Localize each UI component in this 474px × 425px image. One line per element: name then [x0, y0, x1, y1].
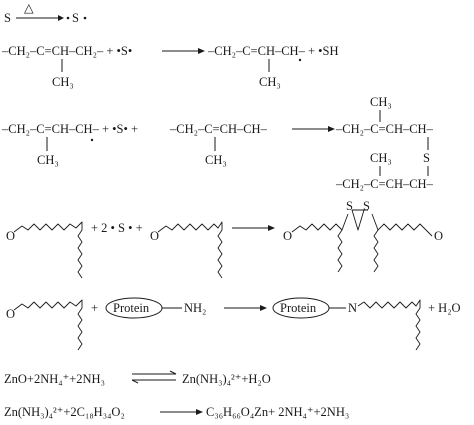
- r5-arrow-head: [260, 305, 267, 311]
- r4-product-tail-left: [337, 229, 343, 273]
- r5-product-protein-label: Protein: [280, 301, 317, 315]
- r2-arrow-head: [198, 48, 205, 54]
- r1-reactant: S: [4, 11, 11, 25]
- r1-radical-dot-left: [66, 16, 70, 20]
- r4-oxygen-mid: O: [150, 229, 159, 243]
- reaction-6: ZnO+2NH₄⁺+2NH₃ Zn(NH₃)₄²⁺+H₂O: [4, 370, 271, 386]
- r3-left-b: –CH₂–C=CH–CH–: [169, 122, 268, 136]
- reaction-5: O + Protein NH₂ Protein N + H₂O: [6, 297, 461, 351]
- reaction-4: O + 2 • S • + O O S S O: [6, 199, 443, 279]
- r4-chain-mid: [157, 221, 223, 279]
- r4-arrow-head: [268, 225, 275, 231]
- r1-radical-dot-right: [83, 16, 87, 20]
- r2-right-methyl: CH₃: [259, 75, 281, 89]
- r4-product-s-link: [351, 209, 365, 231]
- r6-forward-barb: [169, 370, 177, 375]
- r2-left-methyl: CH₃: [52, 75, 74, 89]
- r4-product-s-right: S: [363, 199, 370, 213]
- r4-plus-s: + 2 • S • +: [91, 221, 143, 235]
- reaction-2: –CH₂–C=CH–CH₂– + •S• CH₃ –CH₂–C=CH–CH– +…: [1, 44, 339, 89]
- r1-product: S: [72, 11, 79, 25]
- r3-product-methyl-top: CH₃: [370, 95, 392, 109]
- r3-methyl-a: CH₃: [37, 153, 59, 167]
- r7-left: Zn(NH₃)₄²⁺+2C₁₈H₃₄O₂: [4, 405, 125, 419]
- r3-arrow-head: [328, 126, 335, 132]
- reaction-7: Zn(NH₃)₄²⁺+2C₁₈H₃₄O₂ C₃₆H₆₆O₄Zn+ 2NH₄⁺+2…: [4, 405, 349, 419]
- r4-chain-left: [13, 221, 83, 279]
- r5-imine: N: [348, 301, 357, 315]
- r5-chain: [13, 299, 83, 351]
- r4-oxygen-left: O: [6, 229, 15, 243]
- r6-right: Zn(NH₃)₄²⁺+H₂O: [182, 372, 271, 386]
- r5-protein-label: Protein: [113, 301, 150, 315]
- r2-left: –CH₂–C=CH–CH₂– + •S•: [1, 44, 132, 58]
- r5-oxygen: O: [6, 307, 15, 321]
- reaction-1: S △ S: [4, 1, 87, 25]
- r5-plus: +: [91, 301, 98, 315]
- r7-right: C₃₆H₆₆O₄Zn+ 2NH₄⁺+2NH₃: [206, 405, 349, 419]
- r3-left-a: –CH₂–C=CH–CH– + •S• +: [1, 122, 138, 136]
- r2-radical-dot: [298, 58, 302, 62]
- r3-methyl-b: CH₃: [205, 153, 227, 167]
- r5-product-chain: [357, 299, 421, 351]
- r5-amine: NH₂: [184, 301, 206, 315]
- r4-product-oxygen-left: O: [283, 229, 292, 243]
- r3-bridge-s: S: [423, 151, 430, 165]
- r7-arrow-head: [196, 409, 203, 415]
- r6-reverse-barb: [131, 379, 139, 384]
- r4-product-s-left: S: [346, 199, 353, 213]
- r2-right: –CH₂–C=CH–CH– + •SH: [207, 44, 339, 58]
- r3-product-methyl-bottom: CH₃: [370, 151, 392, 165]
- reaction-3: –CH₂–C=CH–CH– + •S• + CH₃ –CH₂–C=CH–CH– …: [1, 95, 434, 191]
- r4-product-oxygen-right: O: [434, 229, 443, 243]
- r3-product-top: –CH₂–C=CH–CH–: [335, 122, 434, 136]
- r6-left: ZnO+2NH₄⁺+2NH₃: [4, 372, 105, 386]
- r1-arrow-head: [58, 15, 64, 21]
- r3-radical-dot-a: [90, 138, 94, 142]
- r1-heat-symbol: △: [24, 1, 34, 15]
- r4-product-tail-right: [373, 229, 379, 273]
- r5-water: + H₂O: [428, 301, 461, 315]
- r4-product-chain: [291, 209, 433, 237]
- r3-product-bottom: –CH₂–C=CH–CH–: [335, 177, 434, 191]
